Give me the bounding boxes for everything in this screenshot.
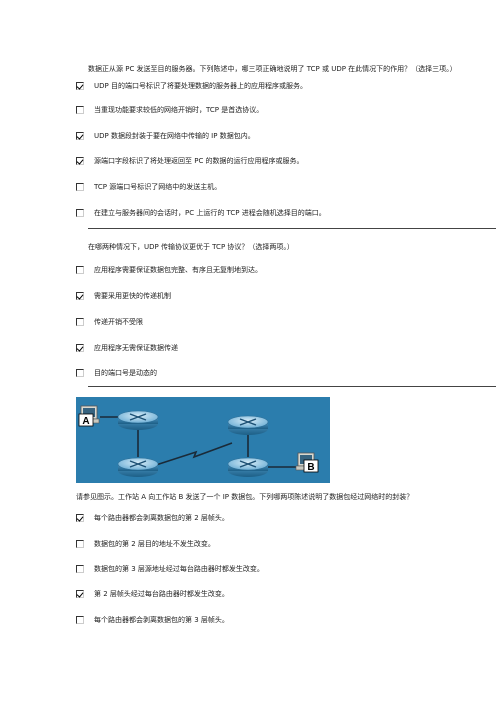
q3-option-3[interactable]: 数据包的第 3 层源地址经过每台路由器时都发生改变。 [76,563,264,575]
q1-option-3[interactable]: UDP 数据段封装于要在网络中传输的 IP 数据包内。 [76,130,255,142]
host-a-label: A [82,416,89,427]
option-label: UDP 数据段封装于要在网络中传输的 IP 数据包内。 [94,132,255,140]
checkbox[interactable] [76,292,84,300]
router-icon [117,457,159,477]
option-label: 数据包的第 2 层目的地址不发生改变。 [94,540,215,548]
option-label: 传递开销不受限 [94,318,143,326]
option-label: 应用程序无需保证数据传递 [94,344,178,352]
checkbox[interactable] [76,369,84,377]
checkbox[interactable] [76,266,84,274]
router-icon [117,410,159,430]
option-label: 每个路由器都会剥离数据包的第 3 层帧头。 [94,616,229,624]
q3-option-1[interactable]: 每个路由器都会剥离数据包的第 2 层帧头。 [76,512,229,524]
divider [88,228,496,229]
option-label: 第 2 层帧头经过每台路由器时都发生改变。 [94,590,229,598]
option-label: 源端口字段标识了将处理返回至 PC 的数据的运行应用程序或服务。 [94,157,304,165]
q2-option-4[interactable]: 应用程序无需保证数据传递 [76,342,178,354]
checkbox[interactable] [76,106,84,114]
option-label: UDP 目的端口号标识了将要处理数据的服务器上的应用程序或服务。 [94,82,307,90]
question-3-text: 请参见图示。工作站 A 向工作站 B 发送了一个 IP 数据包。下列哪两项陈述说… [76,493,414,501]
divider [88,386,496,387]
checkbox[interactable] [76,132,84,140]
serial-link-icon [155,442,233,466]
checkbox[interactable] [76,183,84,191]
question-1-text: 数据正从源 PC 发送至目的服务器。下列陈述中，哪三项正确地说明了 TCP 或 … [88,65,457,73]
q1-option-5[interactable]: TCP 源端口号标识了网络中的发送主机。 [76,181,221,193]
option-label: 应用程序需要保证数据包完整、有序且无复制地到达。 [94,266,262,274]
network-links [100,416,296,468]
checkbox[interactable] [76,209,84,217]
q2-option-3[interactable]: 传递开销不受限 [76,316,143,328]
q2-option-2[interactable]: 需要采用更快的传递机制 [76,290,171,302]
option-label: 目的端口号是动态的 [94,369,157,377]
q1-option-1[interactable]: UDP 目的端口号标识了将要处理数据的服务器上的应用程序或服务。 [76,80,307,92]
checkbox[interactable] [76,157,84,165]
checkbox[interactable] [76,590,84,598]
option-label: 数据包的第 3 层源地址经过每台路由器时都发生改变。 [94,565,264,573]
checkbox[interactable] [76,514,84,522]
option-label: 在建立与服务器间的会话时，PC 上运行的 TCP 进程会随机选择目的端口。 [94,209,326,217]
checkbox[interactable] [76,540,84,548]
q3-option-2[interactable]: 数据包的第 2 层目的地址不发生改变。 [76,538,215,550]
q1-option-2[interactable]: 当重现功能要求较低的网络开销时，TCP 是首选协议。 [76,104,263,116]
option-label: 需要采用更快的传递机制 [94,292,171,300]
option-label: 当重现功能要求较低的网络开销时，TCP 是首选协议。 [94,106,264,114]
checkbox[interactable] [76,318,84,326]
q3-option-5[interactable]: 每个路由器都会剥离数据包的第 3 层帧头。 [76,614,229,626]
q1-option-4[interactable]: 源端口字段标识了将处理返回至 PC 的数据的运行应用程序或服务。 [76,155,304,167]
q1-option-6[interactable]: 在建立与服务器间的会话时，PC 上运行的 TCP 进程会随机选择目的端口。 [76,207,326,219]
option-label: TCP 源端口号标识了网络中的发送主机。 [94,183,222,191]
question-2-text: 在哪两种情况下，UDP 传输协议更优于 TCP 协议？（选择两项。） [88,243,294,251]
checkbox[interactable] [76,565,84,573]
q2-option-5[interactable]: 目的端口号是动态的 [76,367,157,379]
q2-option-1[interactable]: 应用程序需要保证数据包完整、有序且无复制地到达。 [76,264,262,276]
router-icon [227,457,269,477]
label-box [78,413,94,427]
checkbox[interactable] [76,344,84,352]
host-b-label: B [307,462,314,473]
option-label: 每个路由器都会剥离数据包的第 2 层帧头。 [94,514,229,522]
q3-option-4[interactable]: 第 2 层帧头经过每台路由器时都发生改变。 [76,588,229,600]
checkbox[interactable] [76,616,84,624]
label-box [303,459,319,473]
network-diagram: A B [76,397,330,483]
router-icon [227,415,269,435]
checkbox[interactable] [76,82,84,90]
